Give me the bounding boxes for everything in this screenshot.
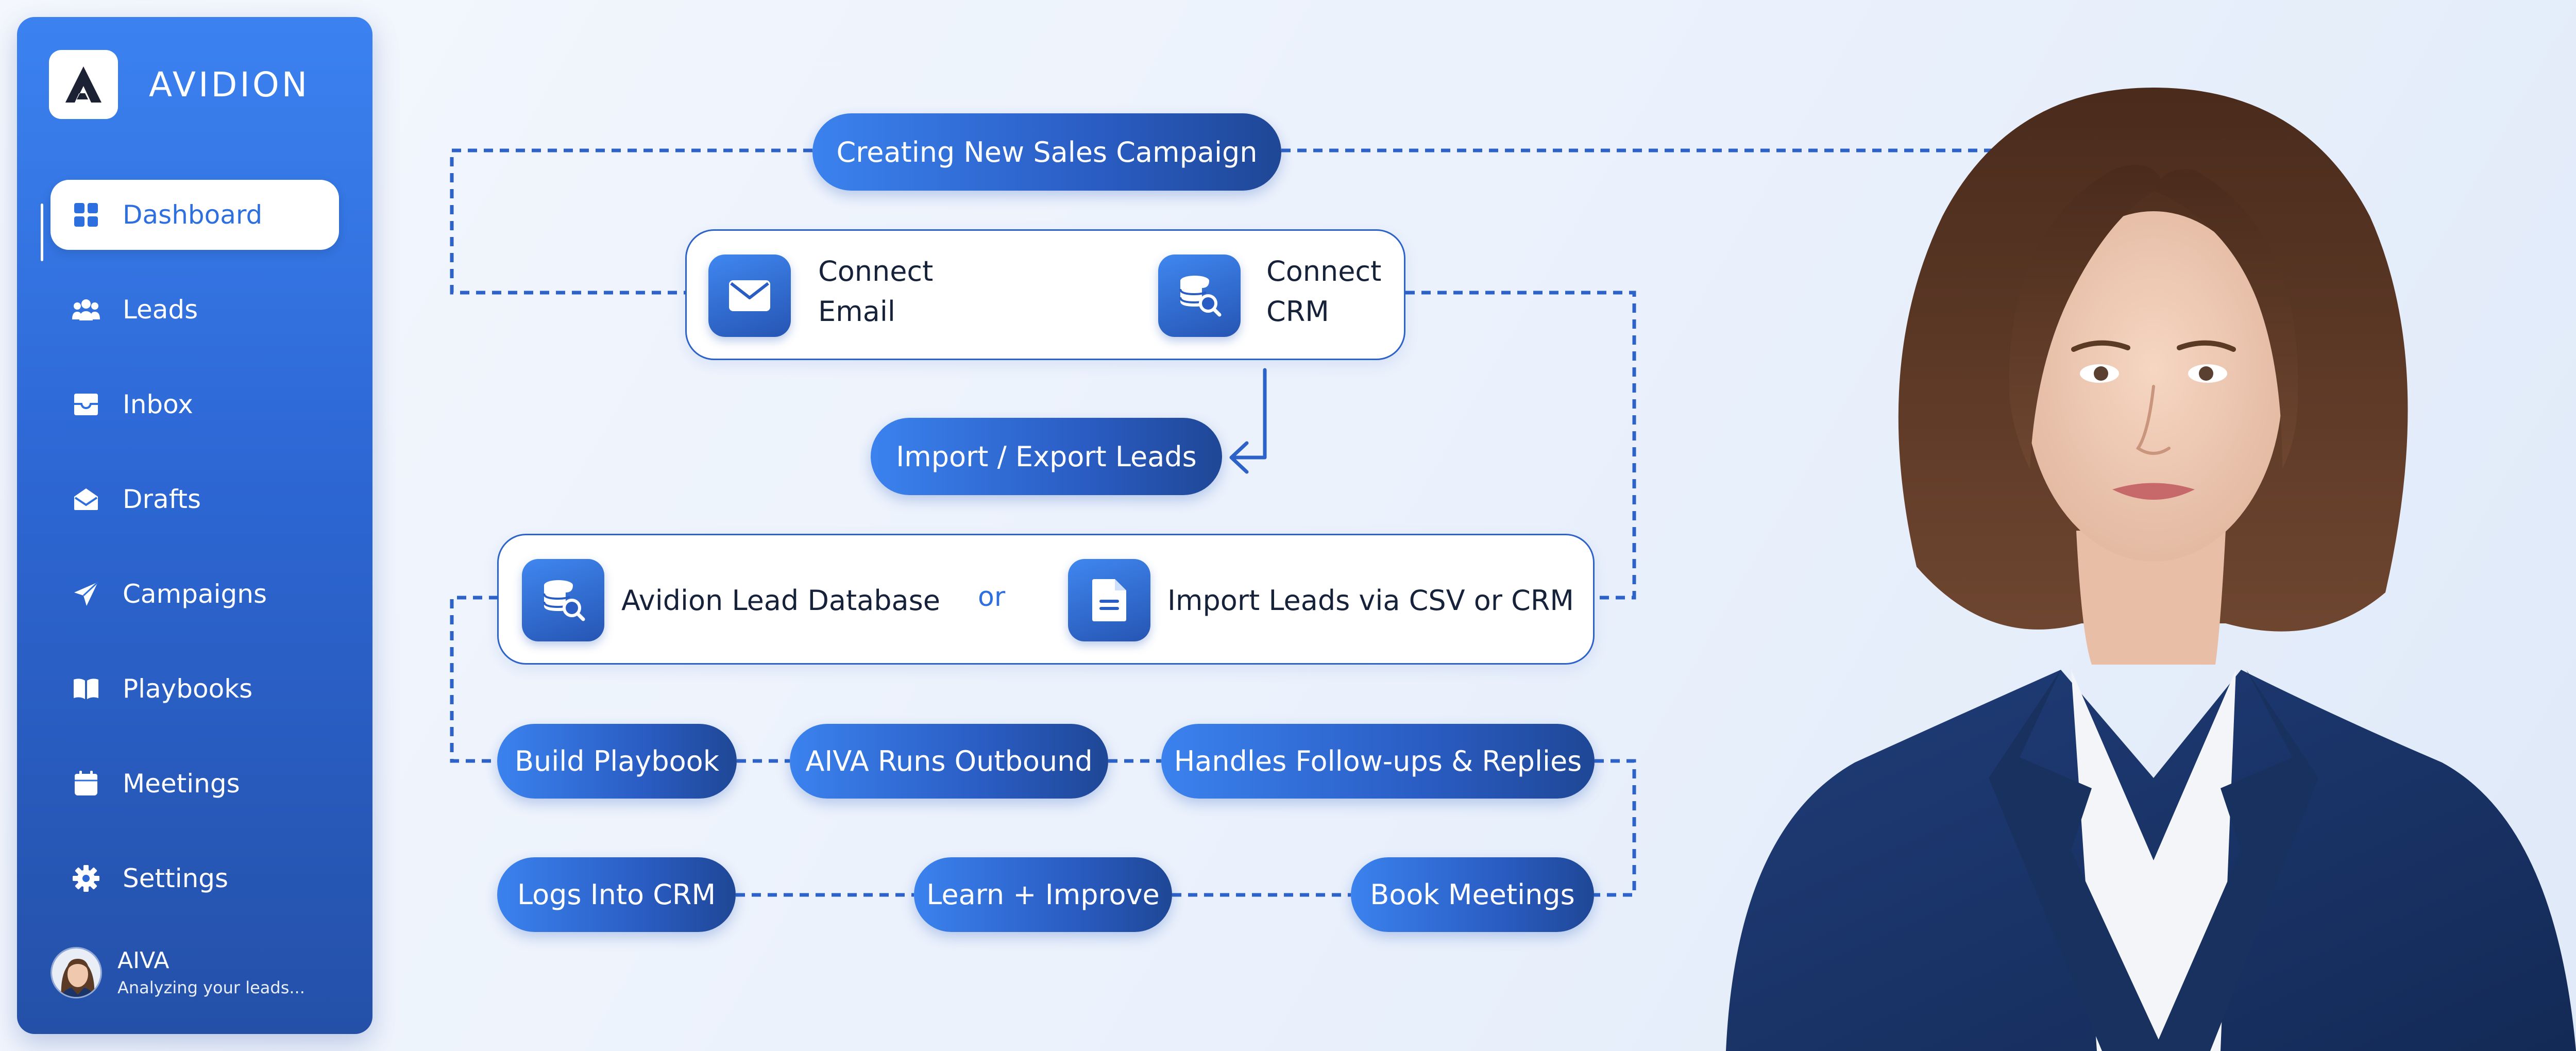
avidion-logo-icon bbox=[49, 50, 118, 119]
user-status: Analyzing your leads... bbox=[117, 978, 305, 998]
flow-step-create-campaign[interactable]: Creating New Sales Campaign bbox=[812, 113, 1281, 191]
document-icon[interactable] bbox=[1068, 559, 1150, 641]
avidion-lead-database-label[interactable]: Avidion Lead Database bbox=[621, 584, 940, 617]
users-icon bbox=[72, 296, 100, 324]
sidebar-item-label: Playbooks bbox=[123, 674, 253, 704]
import-csv-crm-label[interactable]: Import Leads via CSV or CRM bbox=[1167, 584, 1574, 617]
sidebar: AVIDION Dashboard Leads Inbox Drafts Cam… bbox=[17, 17, 372, 1034]
connect-email-label: Connect Email bbox=[818, 255, 934, 328]
sidebar-item-label: Inbox bbox=[123, 389, 193, 419]
sidebar-item-campaigns[interactable]: Campaigns bbox=[50, 559, 339, 629]
sidebar-item-label: Dashboard bbox=[123, 200, 263, 230]
paper-plane-icon bbox=[72, 580, 100, 608]
or-separator: or bbox=[978, 582, 1006, 613]
gear-icon bbox=[72, 864, 100, 892]
sidebar-item-label: Drafts bbox=[123, 484, 201, 514]
sidebar-item-drafts[interactable]: Drafts bbox=[50, 464, 339, 534]
avatar bbox=[50, 947, 102, 998]
flow-step-book-meetings[interactable]: Book Meetings bbox=[1351, 857, 1594, 932]
sidebar-item-dashboard[interactable]: Dashboard bbox=[50, 180, 339, 250]
connect-crm-label: Connect CRM bbox=[1266, 255, 1382, 328]
calendar-icon bbox=[72, 770, 100, 798]
lead-source-card: Avidion Lead Database or Import Leads vi… bbox=[497, 534, 1595, 665]
sidebar-item-label: Campaigns bbox=[123, 579, 267, 609]
database-search-icon[interactable] bbox=[522, 559, 604, 641]
inbox-icon bbox=[72, 391, 100, 418]
sidebar-item-label: Meetings bbox=[123, 769, 240, 799]
sidebar-item-playbooks[interactable]: Playbooks bbox=[50, 654, 339, 724]
sidebar-item-leads[interactable]: Leads bbox=[50, 275, 339, 345]
brand-name: AVIDION bbox=[149, 64, 310, 105]
connect-accounts-card: Connect Email Connect CRM bbox=[685, 229, 1405, 360]
brand[interactable]: AVIDION bbox=[49, 50, 310, 119]
database-search-icon[interactable] bbox=[1158, 255, 1241, 337]
user-name: AIVA bbox=[117, 947, 170, 974]
sidebar-item-settings[interactable]: Settings bbox=[50, 843, 339, 913]
sidebar-item-meetings[interactable]: Meetings bbox=[50, 749, 339, 819]
envelope-open-icon bbox=[72, 485, 100, 513]
active-nav-indicator bbox=[41, 204, 43, 261]
sidebar-item-label: Settings bbox=[123, 863, 229, 893]
flow-step-build-playbook[interactable]: Build Playbook bbox=[497, 724, 737, 799]
aiva-portrait-image bbox=[1726, 88, 2576, 1051]
mail-icon[interactable] bbox=[708, 255, 791, 337]
flow-step-logs-into-crm[interactable]: Logs Into CRM bbox=[497, 857, 736, 932]
user-profile[interactable]: AIVA Analyzing your leads... bbox=[50, 947, 305, 998]
sidebar-item-label: Leads bbox=[123, 295, 198, 325]
dashboard-grid-icon bbox=[72, 201, 100, 229]
flow-step-aiva-runs-outbound[interactable]: AIVA Runs Outbound bbox=[790, 724, 1108, 799]
book-open-icon bbox=[72, 675, 100, 703]
flow-step-import-export-leads[interactable]: Import / Export Leads bbox=[871, 418, 1222, 495]
flow-step-followups-replies[interactable]: Handles Follow-ups & Replies bbox=[1161, 724, 1595, 799]
flow-step-learn-improve[interactable]: Learn + Improve bbox=[914, 857, 1172, 932]
sidebar-item-inbox[interactable]: Inbox bbox=[50, 369, 339, 439]
